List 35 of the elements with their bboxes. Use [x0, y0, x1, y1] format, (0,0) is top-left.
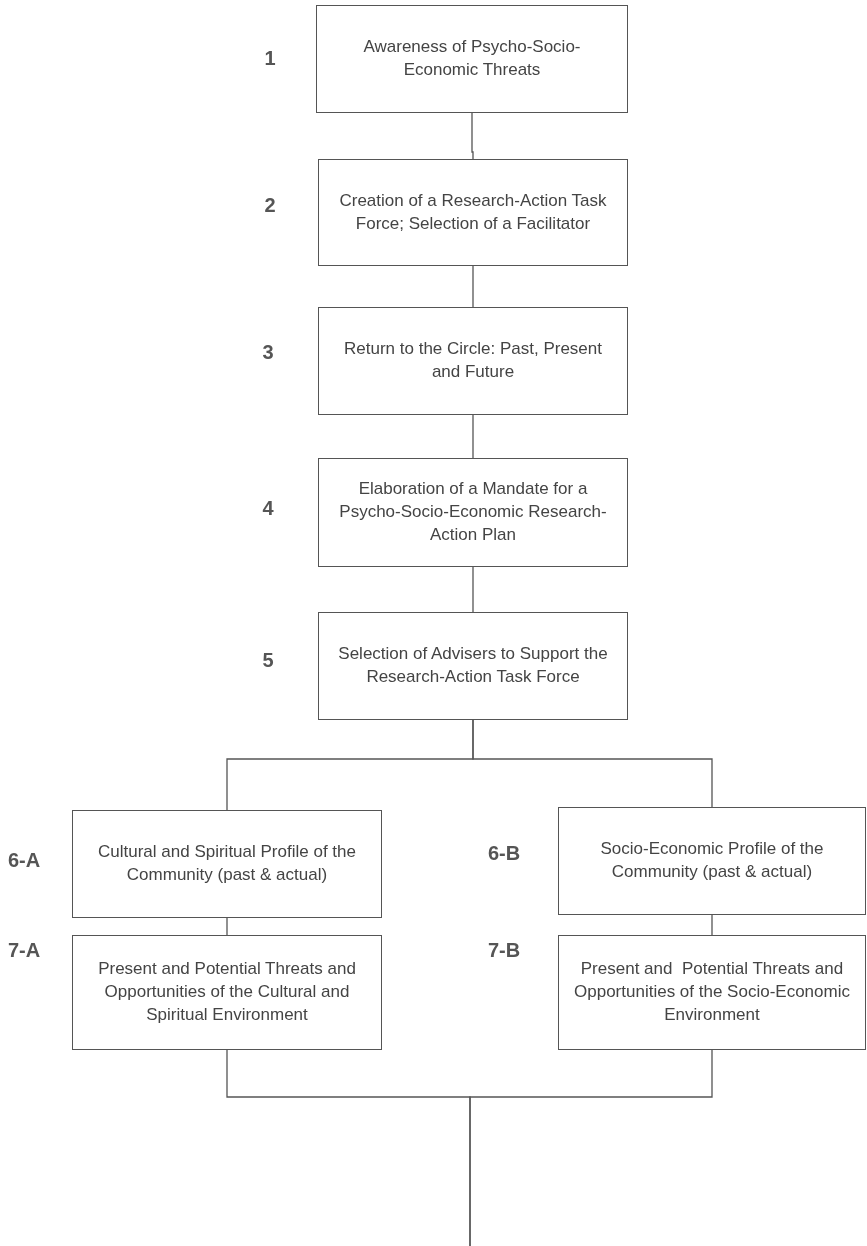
process-box: [318, 612, 628, 720]
step-text: Socio-Economic Profile of the Community (past & actual): [599, 838, 825, 883]
connector-line: [472, 265, 474, 308]
connector-line: [471, 112, 474, 160]
step-text: Elaboration of a Mandate for a Psycho-Socio-Economic Research-Action Plan: [338, 478, 608, 546]
process-box: [316, 5, 628, 113]
process-box: [318, 159, 628, 266]
step-text: Return to the Circle: Past, Present and Future: [343, 338, 603, 383]
step-number: 2: [264, 193, 276, 217]
connector-line: [472, 719, 713, 808]
step-number: 3: [262, 340, 274, 364]
step-number: 6-B: [487, 841, 521, 865]
connector-line: [469, 1049, 713, 1246]
step-text: Awareness of Psycho-Socio-Economic Threats: [362, 36, 582, 81]
step-number: 7-B: [487, 938, 521, 962]
step-text: Creation of a Research-Action Task Force; Selection of a Facilitator: [338, 189, 608, 235]
step-number: 6-A: [7, 848, 41, 872]
step-number: 1: [264, 46, 276, 70]
step-number: 7-A: [7, 938, 41, 962]
process-box: [558, 935, 866, 1050]
step-text: Present and Potential Threats and Opportunities of the Cultural and Spiritual Environment: [97, 958, 357, 1026]
step-number: 4: [262, 496, 274, 520]
step-text: Cultural and Spiritual Profile of the Community (past & actual): [97, 841, 357, 886]
connector-line: [472, 566, 474, 613]
connector-line: [226, 917, 228, 936]
process-box: [72, 935, 382, 1050]
process-box: [558, 807, 866, 915]
step-text: Selection of Advisers to Support the Research-Action Task Force: [337, 643, 609, 688]
step-number: 5: [262, 648, 274, 672]
connector-line: [711, 914, 713, 936]
process-box: [318, 307, 628, 415]
connector-line: [472, 414, 474, 459]
process-box: [72, 810, 382, 918]
step-text: Present and Potential Threats and Opportunities of the Socio-Economic Environment: [573, 958, 851, 1026]
process-box: [318, 458, 628, 567]
